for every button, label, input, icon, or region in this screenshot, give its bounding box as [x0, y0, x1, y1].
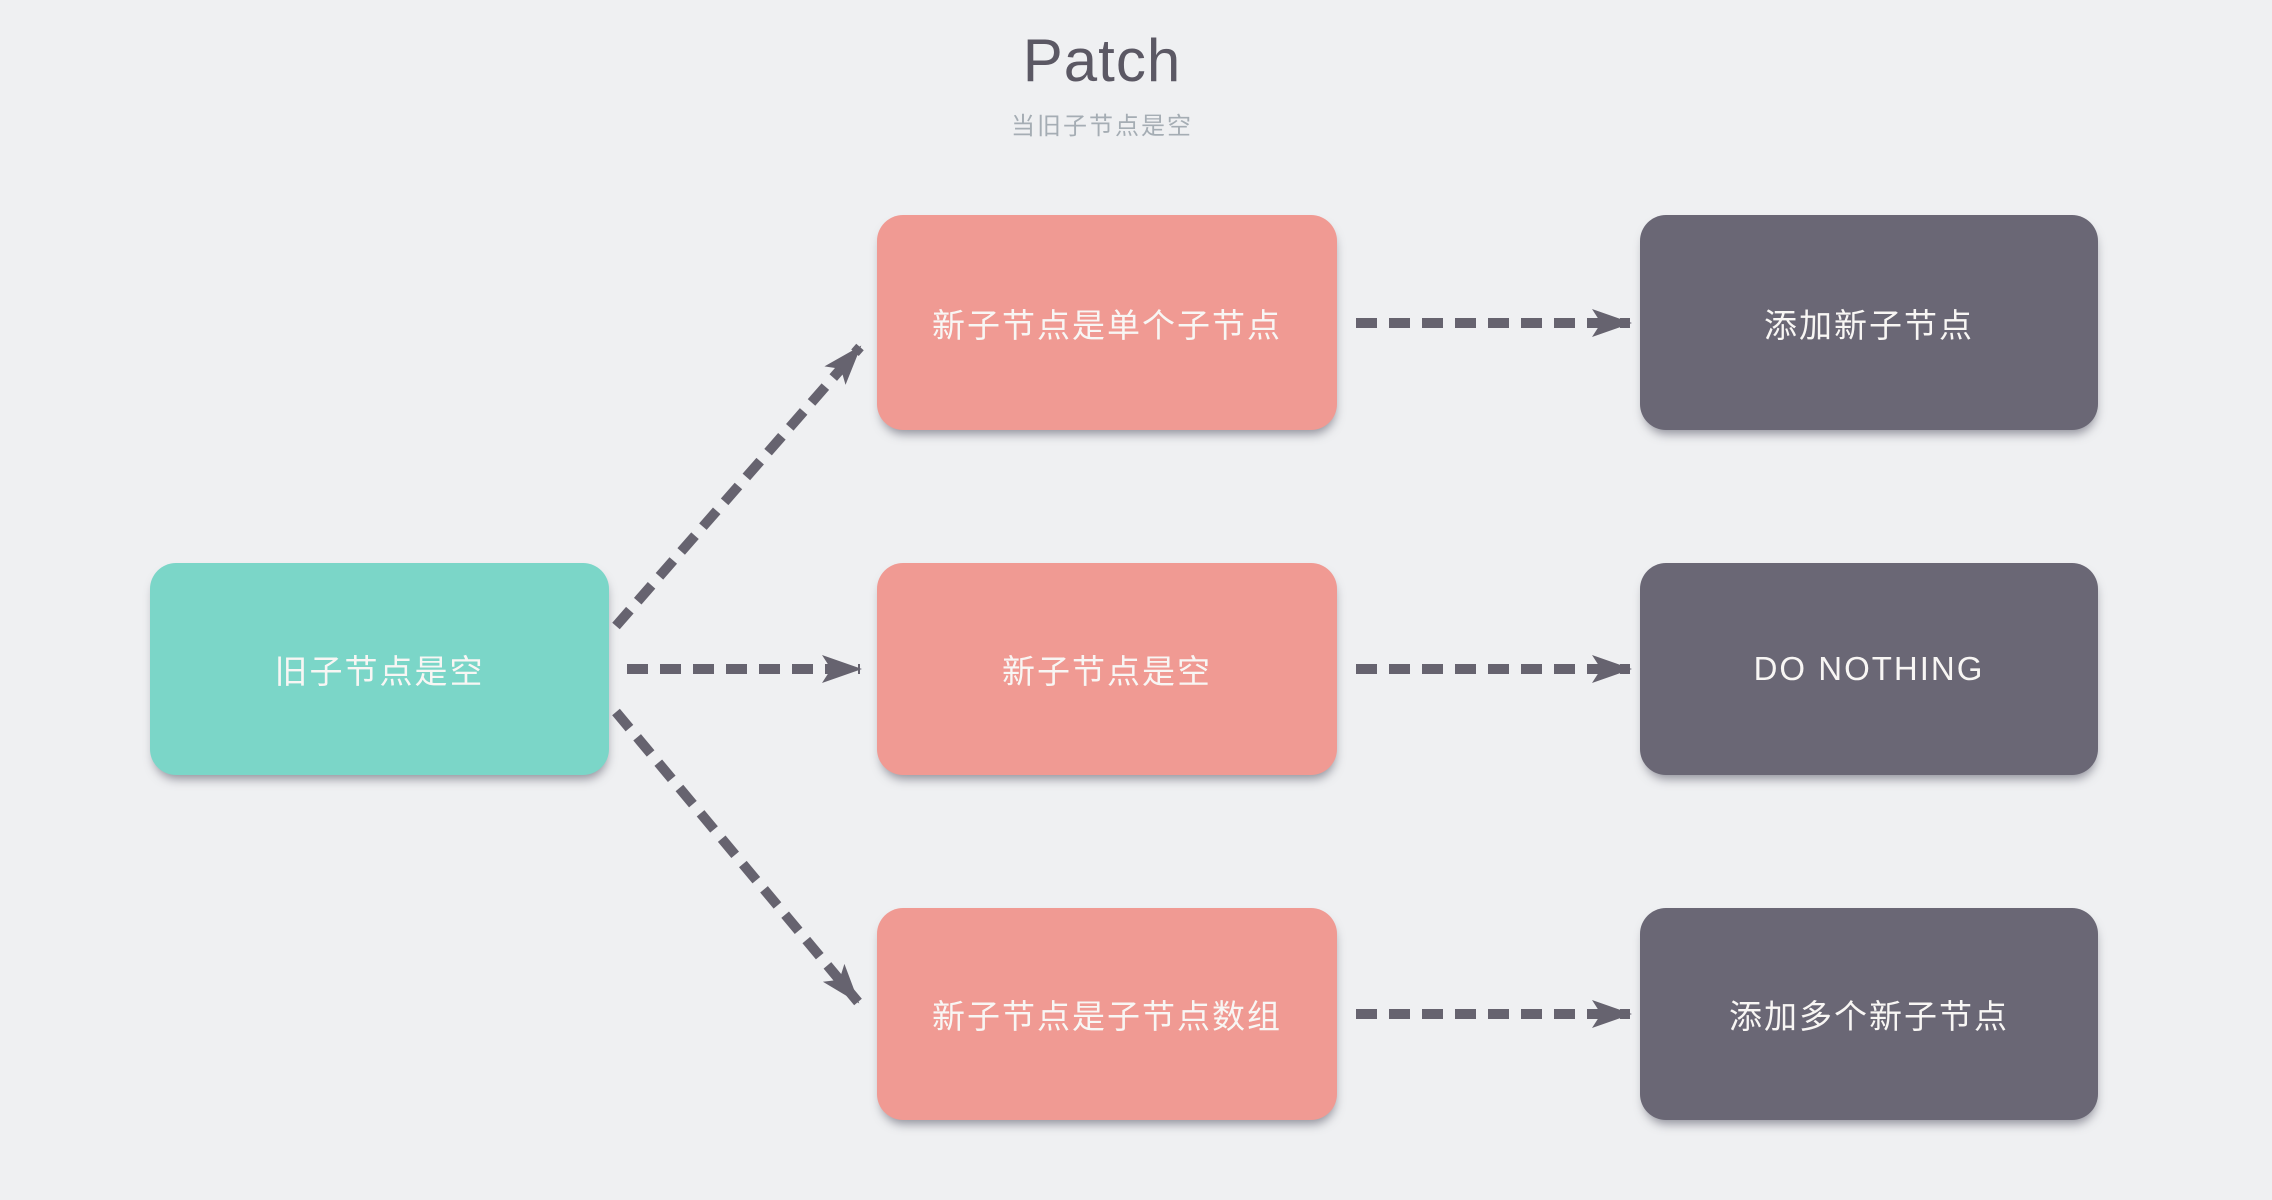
- node-label: 新子节点是单个子节点: [932, 306, 1282, 344]
- diagram-title: Patch: [1022, 27, 1182, 94]
- node-label: 添加新子节点: [1764, 306, 1974, 344]
- arrow-source-to-single-child: [612, 343, 864, 630]
- node-label: 添加多个新子节点: [1729, 998, 2009, 1035]
- node-old-children-empty: 旧子节点是空: [150, 563, 609, 775]
- node-new-child-is-single: 新子节点是单个子节点: [877, 215, 1337, 430]
- node-label: 旧子节点是空: [274, 653, 485, 690]
- node-action-do-nothing: DO NOTHING: [1640, 563, 2098, 775]
- diagram-subtitle: 当旧子节点是空: [1011, 113, 1193, 140]
- node-label: 新子节点是子节点数组: [932, 998, 1282, 1035]
- node-label: DO NOTHING: [1753, 650, 1985, 687]
- node-new-child-is-empty: 新子节点是空: [877, 563, 1337, 775]
- title-block: Patch 当旧子节点是空: [702, 28, 1502, 141]
- node-action-add-new-child: 添加新子节点: [1640, 215, 2098, 430]
- node-action-add-multiple-children: 添加多个新子节点: [1640, 908, 2098, 1120]
- node-new-child-is-array: 新子节点是子节点数组: [877, 908, 1337, 1120]
- node-label: 新子节点是空: [1002, 653, 1212, 690]
- arrow-source-to-array: [612, 708, 862, 1006]
